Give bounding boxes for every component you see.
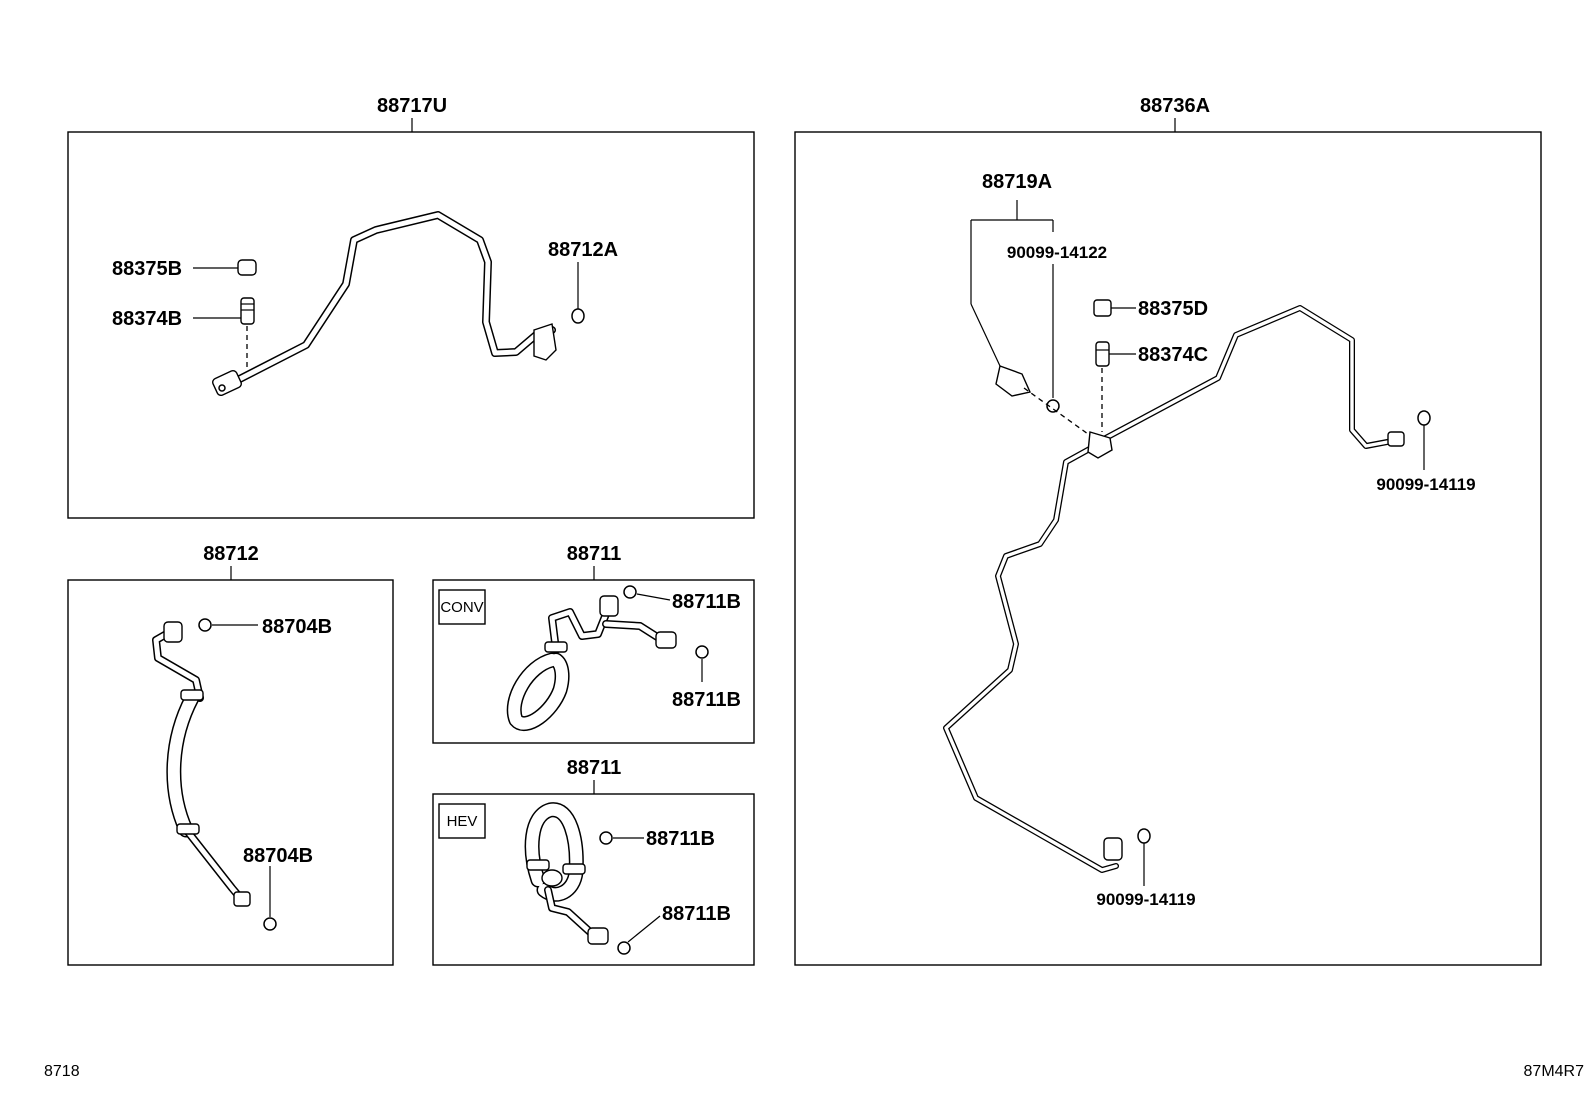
- hose-88711-conv: [506, 595, 677, 732]
- label-88704b-top: 88704B: [262, 616, 332, 638]
- hose-end-fitting: [541, 869, 563, 887]
- label-88375b: 88375B: [112, 258, 182, 280]
- hose-crimp: [562, 863, 586, 875]
- leader-88711b-conv-top: [636, 593, 671, 601]
- valve-core-88374c: [1095, 341, 1110, 367]
- label-88711b-conv-bottom: 88711B: [672, 689, 741, 711]
- panel-88736a-frame: [794, 131, 1542, 966]
- panel-88717u-title: 88717U: [377, 95, 447, 117]
- panel-88736a: 88736A 88719A 90099-14122 88375D: [794, 95, 1542, 966]
- tube-end-fitting: [1387, 431, 1405, 447]
- o-ring-90099-14119-right: [1417, 410, 1431, 426]
- label-88711b-conv-top: 88711B: [672, 591, 741, 613]
- pressure-switch-88719a: [995, 365, 1031, 397]
- label-88711b-hev-top: 88711B: [646, 828, 715, 850]
- tube-end-fitting: [1103, 837, 1123, 861]
- label-88719a: 88719A: [982, 171, 1052, 193]
- o-ring-88711b-conv-top: [623, 585, 637, 599]
- panel-88712-title: 88712: [203, 543, 259, 565]
- footer-left-code: 8718: [44, 1063, 80, 1080]
- label-88704b-bottom: 88704B: [243, 845, 313, 867]
- hose-crimp: [544, 641, 568, 653]
- tag-conv-frame: [438, 589, 486, 625]
- o-ring-88711b-conv-bottom: [695, 645, 709, 659]
- o-ring-88704b-top: [198, 618, 212, 632]
- label-90099-14119-right: 90099-14119: [1376, 475, 1475, 494]
- label-88374c: 88374C: [1138, 344, 1208, 366]
- label-88712a: 88712A: [548, 239, 618, 261]
- hose-end-fitting: [655, 631, 677, 649]
- tag-hev-frame: [438, 803, 486, 839]
- hose-88711-hev: [524, 802, 609, 945]
- hose-crimp: [526, 859, 550, 871]
- tag-hev: HEV: [447, 813, 478, 830]
- label-88374b: 88374B: [112, 308, 182, 330]
- hose-end-fitting: [587, 927, 609, 945]
- valve-core-88374b: [240, 297, 255, 325]
- fitting-hole: [218, 384, 226, 392]
- panel-88711-hev-title: 88711: [567, 757, 622, 779]
- tube-end-fitting: [212, 369, 242, 397]
- o-ring-88711b-hev-top: [599, 831, 613, 845]
- bracket-88719a-diag: [970, 303, 1001, 367]
- panel-88717u-frame: [67, 131, 755, 519]
- tube-88717u: [212, 211, 557, 397]
- tube-88736a: [943, 305, 1405, 873]
- panel-88712: 88712 88704B 88704B: [67, 543, 394, 966]
- panel-88711-conv: 88711 CONV 88711B 88711B: [432, 543, 755, 744]
- hose-end-fitting: [163, 621, 183, 643]
- panel-88711-hev: 88711 HEV 88711B 88711B: [432, 757, 755, 966]
- assembly-line: [1023, 387, 1089, 435]
- leader-88711b-hev-bottom: [627, 915, 661, 943]
- label-90099-14119-bottom: 90099-14119: [1096, 890, 1195, 909]
- valve-cap-88375d: [1093, 299, 1112, 317]
- o-ring-90099-14122: [1046, 399, 1060, 413]
- panel-88712-frame: [67, 579, 394, 966]
- tag-conv: CONV: [440, 599, 483, 616]
- o-ring-90099-14119-bottom: [1137, 828, 1151, 844]
- panel-88711-conv-title: 88711: [567, 543, 622, 565]
- panel-88736a-title: 88736A: [1140, 95, 1210, 117]
- hose-crimp: [180, 689, 204, 701]
- hose-crimp: [176, 823, 200, 835]
- footer-right-code: 87M4R7: [1524, 1063, 1585, 1080]
- hose-88712: [152, 621, 251, 907]
- label-88375d: 88375D: [1138, 298, 1208, 320]
- label-88711b-hev-bottom: 88711B: [662, 903, 731, 925]
- service-port-block: [1087, 431, 1113, 459]
- tube-bracket: [533, 323, 557, 361]
- hose-end-fitting: [233, 891, 251, 907]
- label-90099-14122: 90099-14122: [1007, 243, 1107, 262]
- valve-cap-88375b: [237, 259, 257, 276]
- hose-end-fitting: [599, 595, 619, 617]
- o-ring-88712a: [571, 308, 585, 324]
- o-ring-88711b-hev-bottom: [617, 941, 631, 955]
- panel-88717u: 88717U 88375B 88374B 88712A: [67, 95, 755, 519]
- o-ring-88704b-bottom: [263, 917, 277, 931]
